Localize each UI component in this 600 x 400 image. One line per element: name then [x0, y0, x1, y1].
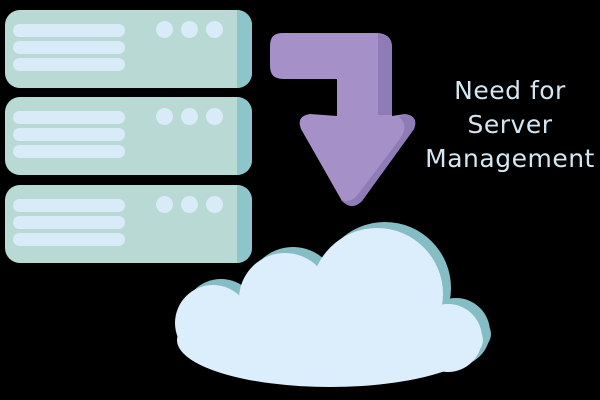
- server-icon-3: [5, 185, 252, 263]
- server-led-icon: [156, 21, 173, 38]
- caption-line-2: Server: [467, 110, 553, 139]
- server-slot: [13, 111, 125, 124]
- server-slot: [13, 41, 125, 54]
- server-led-group: [156, 21, 223, 38]
- server-icon-1: [5, 10, 252, 88]
- server-slot-group: [13, 24, 125, 75]
- server-slot: [13, 24, 125, 37]
- down-arrow-head-shade: [341, 114, 416, 206]
- caption-line-3: Management: [425, 144, 595, 173]
- down-arrow-shade: [378, 34, 392, 115]
- server-slot: [13, 128, 125, 141]
- cloud-icon: [175, 228, 483, 387]
- server-side-panel: [237, 185, 252, 263]
- server-led-icon: [206, 108, 223, 125]
- server-led-icon: [206, 21, 223, 38]
- server-led-icon: [156, 108, 173, 125]
- server-slot-group: [13, 199, 125, 250]
- caption: Need for Server Management: [420, 74, 600, 176]
- caption-line-1: Need for: [454, 76, 566, 105]
- down-arrow-icon: [270, 33, 416, 206]
- server-led-icon: [181, 196, 198, 213]
- server-led-icon: [181, 108, 198, 125]
- server-slot: [13, 233, 125, 246]
- server-led-icon: [156, 196, 173, 213]
- server-slot: [13, 216, 125, 229]
- server-led-group: [156, 196, 223, 213]
- server-led-group: [156, 108, 223, 125]
- server-slot-group: [13, 111, 125, 162]
- server-slot: [13, 199, 125, 212]
- server-slot: [13, 58, 125, 71]
- server-led-icon: [181, 21, 198, 38]
- server-led-icon: [206, 196, 223, 213]
- server-slot: [13, 145, 125, 158]
- server-icon-2: [5, 97, 252, 175]
- server-side-panel: [237, 97, 252, 175]
- server-side-panel: [237, 10, 252, 88]
